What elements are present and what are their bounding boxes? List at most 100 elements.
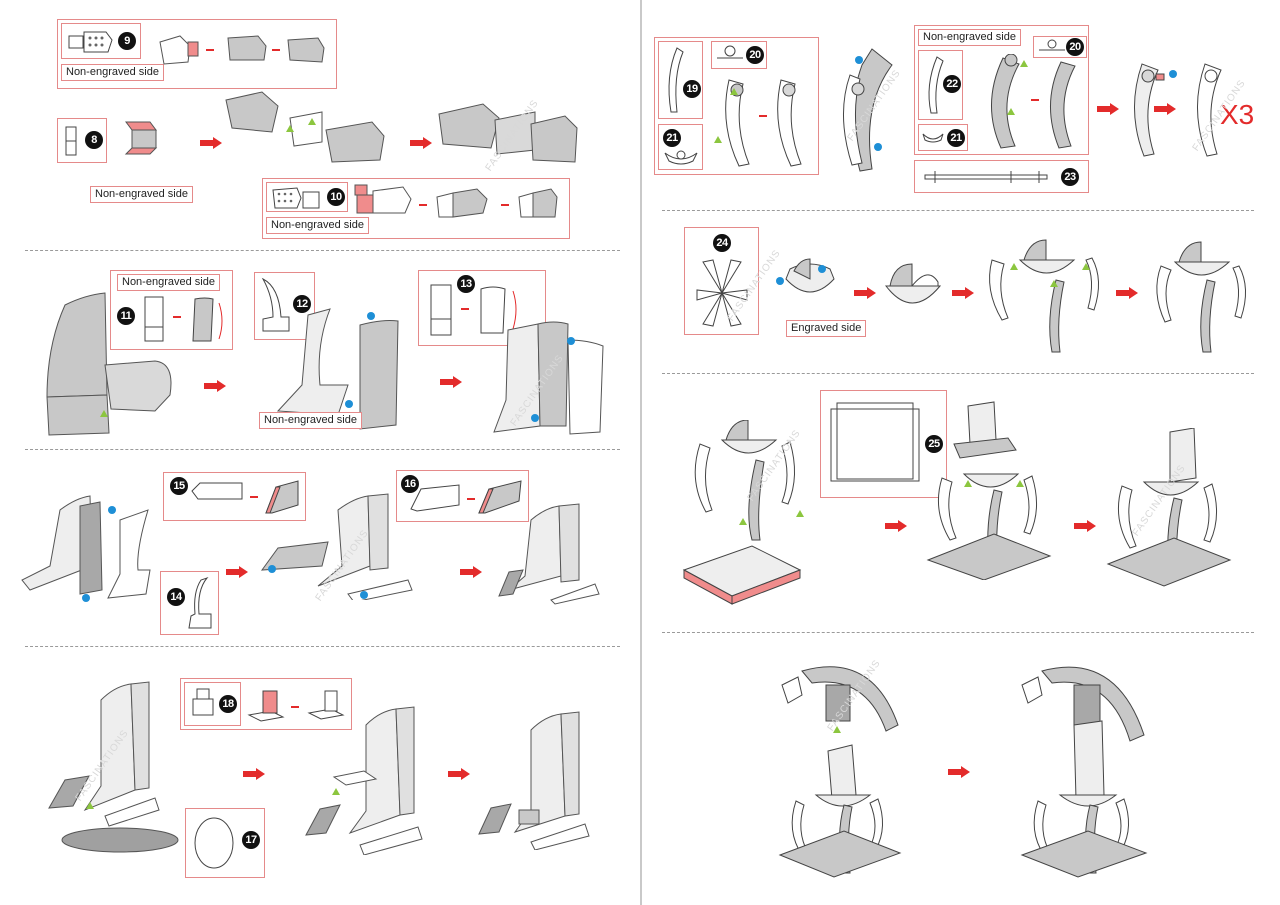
align-marker-blue (531, 414, 539, 422)
step-21-part-box: 21 (658, 124, 703, 170)
step-10-callout: 10 Non-engraved side (262, 178, 570, 239)
next-step-arrow (410, 137, 432, 149)
arm-complete-art (1134, 63, 1165, 157)
step-8-10-result-art (438, 103, 578, 163)
step-13-assembly-art (493, 321, 604, 435)
next-step-arrow (854, 287, 876, 299)
step-12-assembly-art (276, 308, 399, 430)
arm-final-art (1197, 63, 1222, 157)
step-number-21: 21 (947, 129, 965, 147)
right-instruction-page: 19 21 20 (642, 0, 1280, 905)
step-number-19: 19 (683, 80, 701, 98)
part-23-icon (924, 171, 1048, 183)
next-step-arrow (243, 768, 265, 780)
align-marker-green (730, 88, 738, 95)
arm-combined-art (843, 48, 893, 172)
step-16-result-art (498, 503, 600, 605)
next-step-arrow (448, 768, 470, 780)
step-20-part-box: 20 (711, 41, 767, 69)
step-number-11: 11 (117, 307, 135, 325)
part-9-icon (68, 31, 113, 53)
next-step-arrow (885, 520, 907, 532)
step-18-assembly-art (305, 706, 423, 855)
align-marker-blue (874, 143, 882, 151)
align-marker-green (714, 136, 722, 143)
step-10-fold-sequence (354, 184, 558, 218)
align-marker-blue (345, 400, 353, 408)
step-11-label: Non-engraved side (117, 274, 220, 291)
part-17-icon (194, 817, 234, 869)
step-16-fold-art (410, 480, 522, 514)
step-22-assembly-art (991, 54, 1076, 149)
next-step-arrow (204, 380, 226, 392)
part-20-icon (717, 45, 743, 59)
step-10-label: Non-engraved side (266, 217, 369, 234)
next-step-arrow (200, 137, 222, 149)
dome-legs-assembly-art (989, 239, 1099, 353)
step-24-label: Engraved side (786, 320, 867, 337)
step-number-20: 20 (1066, 38, 1084, 56)
next-step-arrow (226, 566, 248, 578)
next-step-arrow (952, 287, 974, 299)
row-divider (662, 373, 1254, 374)
step-15-callout: 15 (163, 472, 306, 521)
part-18-icon (192, 688, 214, 716)
step-20b-part-box: 20 (1033, 36, 1087, 58)
step-22-label: Non-engraved side (918, 29, 1021, 46)
part-24-icon (696, 259, 748, 327)
dome-assembled-art (884, 263, 942, 304)
step-10-part-box: 10 (266, 182, 348, 212)
step-13-fold-art (430, 284, 517, 336)
align-marker-green (1082, 263, 1090, 270)
row-divider (25, 646, 620, 647)
part-12-icon (261, 277, 290, 332)
step-number-9: 9 (118, 32, 136, 50)
align-marker-green (964, 480, 972, 487)
step-8-9-assembly-art (225, 91, 385, 163)
step-16-callout: 16 (396, 470, 529, 522)
step-24-fold-art (785, 258, 835, 293)
step-number-15: 15 (170, 477, 188, 495)
align-marker-green (332, 788, 340, 795)
align-marker-blue (367, 312, 375, 320)
base-mount-assembly-art (926, 401, 1052, 580)
step-number-12: 12 (293, 295, 311, 313)
align-marker-green (1020, 60, 1028, 67)
quantity-multiplier: X3 (1220, 99, 1255, 130)
next-step-arrow (1097, 103, 1119, 115)
step-number-25: 25 (925, 435, 943, 453)
align-marker-green (1010, 263, 1018, 270)
step-19-part-box: 19 (658, 41, 703, 119)
step-8-part-box: 8 (57, 118, 107, 163)
next-step-arrow (460, 566, 482, 578)
align-marker-blue (82, 594, 90, 602)
final-robot-complete-art (1020, 666, 1148, 878)
step-18-callout: 18 (180, 678, 352, 730)
align-marker-green (100, 410, 108, 417)
step-9-fold-sequence (159, 35, 325, 65)
part-21-icon (922, 133, 944, 143)
align-marker-green (1007, 108, 1015, 115)
part-19-icon (668, 47, 684, 113)
align-marker-blue (776, 277, 784, 285)
step-9-callout: 9 Non-engraved side (57, 19, 337, 89)
step-number-20: 20 (746, 46, 764, 64)
step-number-10: 10 (327, 188, 345, 206)
step-number-14: 14 (167, 588, 185, 606)
align-marker-green (739, 518, 747, 525)
step-21b-part-box: 21 (918, 124, 968, 151)
step-9-part-box: 9 (61, 23, 141, 59)
step-25-part-box: 25 (820, 390, 947, 498)
align-marker-green (833, 726, 841, 733)
align-marker-blue (268, 565, 276, 573)
left-instruction-page: 9 Non-engraved side 8 Non-engraved side (21, 19, 620, 878)
align-marker-green (1016, 480, 1024, 487)
align-marker-green (308, 118, 316, 125)
step-14-part-box: 14 (160, 571, 219, 635)
step-19-21-callout: 19 21 20 (654, 37, 819, 175)
step-12-label: Non-engraved side (259, 412, 362, 429)
step-number-24: 24 (713, 234, 731, 252)
align-marker-blue (108, 506, 116, 514)
align-marker-blue (818, 265, 826, 273)
step-24-part-box: 24 (684, 227, 759, 335)
